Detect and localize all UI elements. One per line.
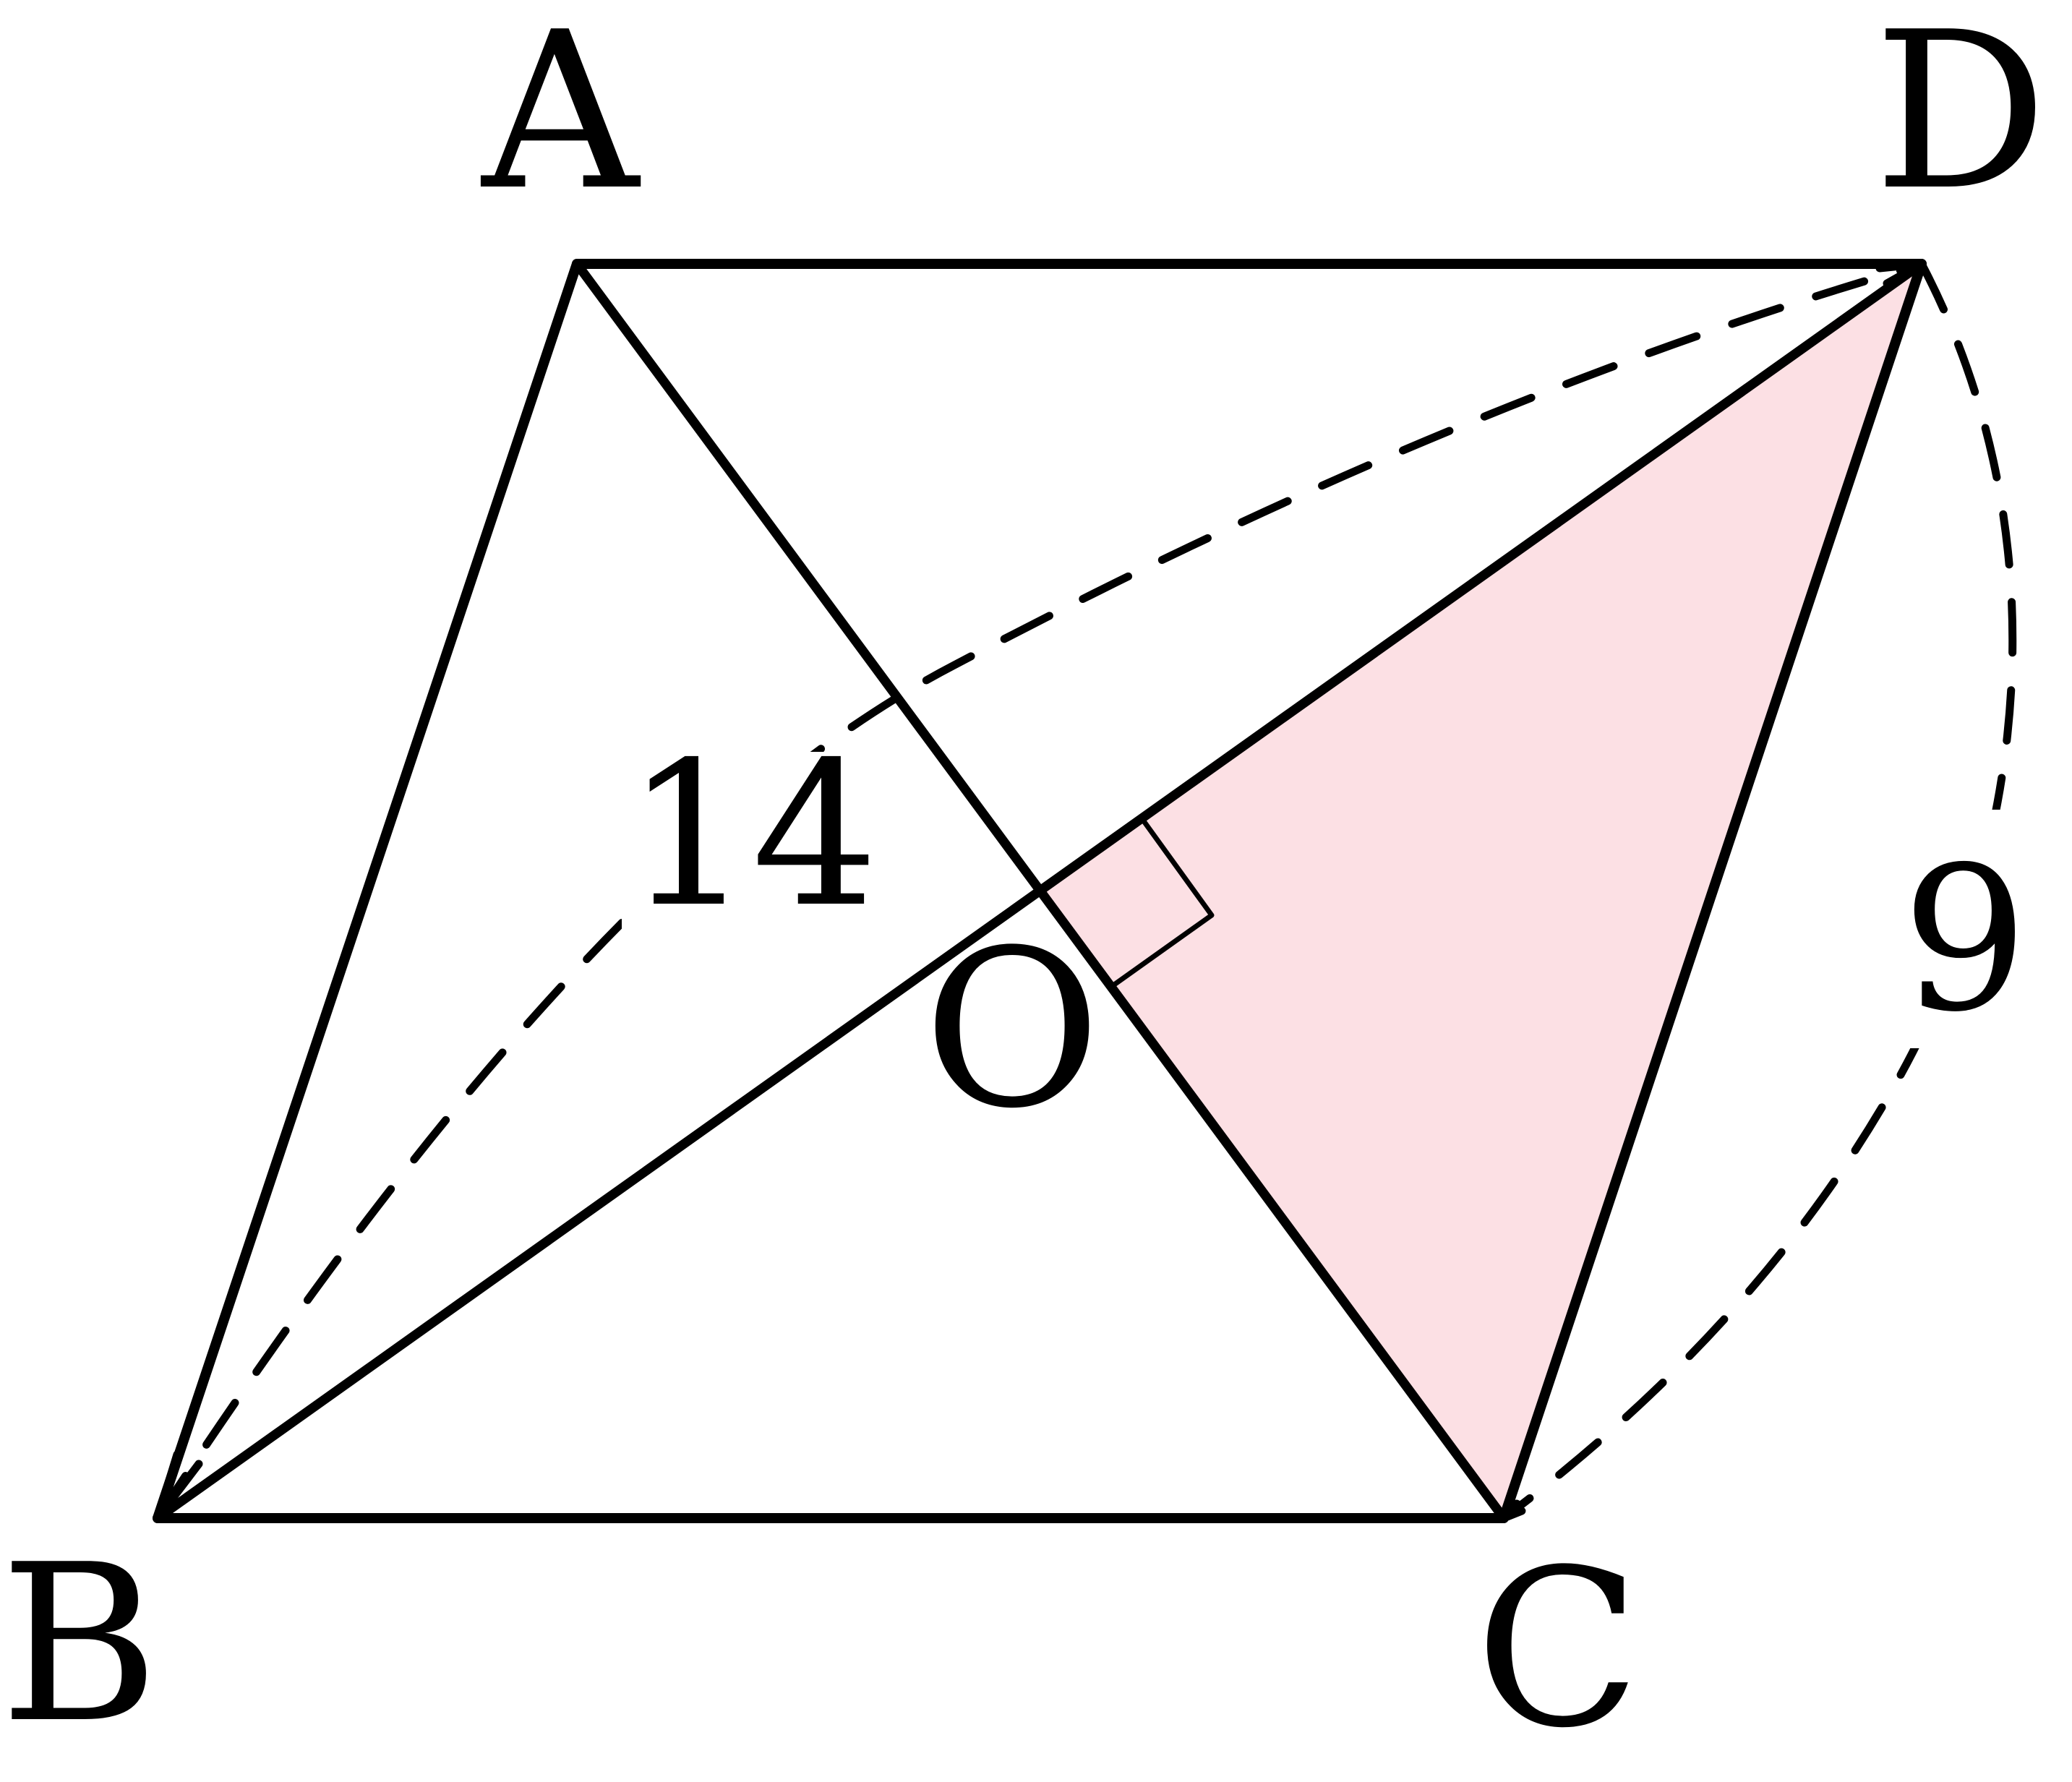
measurement-label-dc: 9: [1902, 824, 2029, 1055]
side-ab: [153, 259, 582, 1523]
right-angle-marker: [1109, 817, 1215, 989]
vertex-label-d: D: [1874, 0, 2048, 238]
vertex-label-c: C: [1475, 1523, 1641, 1775]
label-9-background: [1894, 810, 2039, 1048]
dimension-arc-dc: [1499, 260, 2017, 1522]
vertex-label-a: A: [479, 0, 641, 238]
side-dc: [1499, 259, 1927, 1523]
vertex-label-b: B: [0, 1518, 159, 1770]
center-label-o: O: [923, 904, 1101, 1156]
diagonals: [153, 259, 1927, 1523]
arrowhead-b: [153, 1450, 203, 1521]
label-14-background: [622, 752, 868, 940]
arrowhead-c: [1500, 1499, 1526, 1522]
rhombus-outline: [153, 259, 1927, 1523]
measurement-label-bd: 14: [625, 719, 878, 951]
arrowhead-d: [1875, 260, 1924, 288]
diagonal-bd: [153, 259, 1927, 1523]
arrowheads: [153, 260, 1924, 1522]
dimension-arc-bd: [153, 262, 1920, 1522]
shaded-triangle-ocd: [1041, 264, 1922, 1518]
